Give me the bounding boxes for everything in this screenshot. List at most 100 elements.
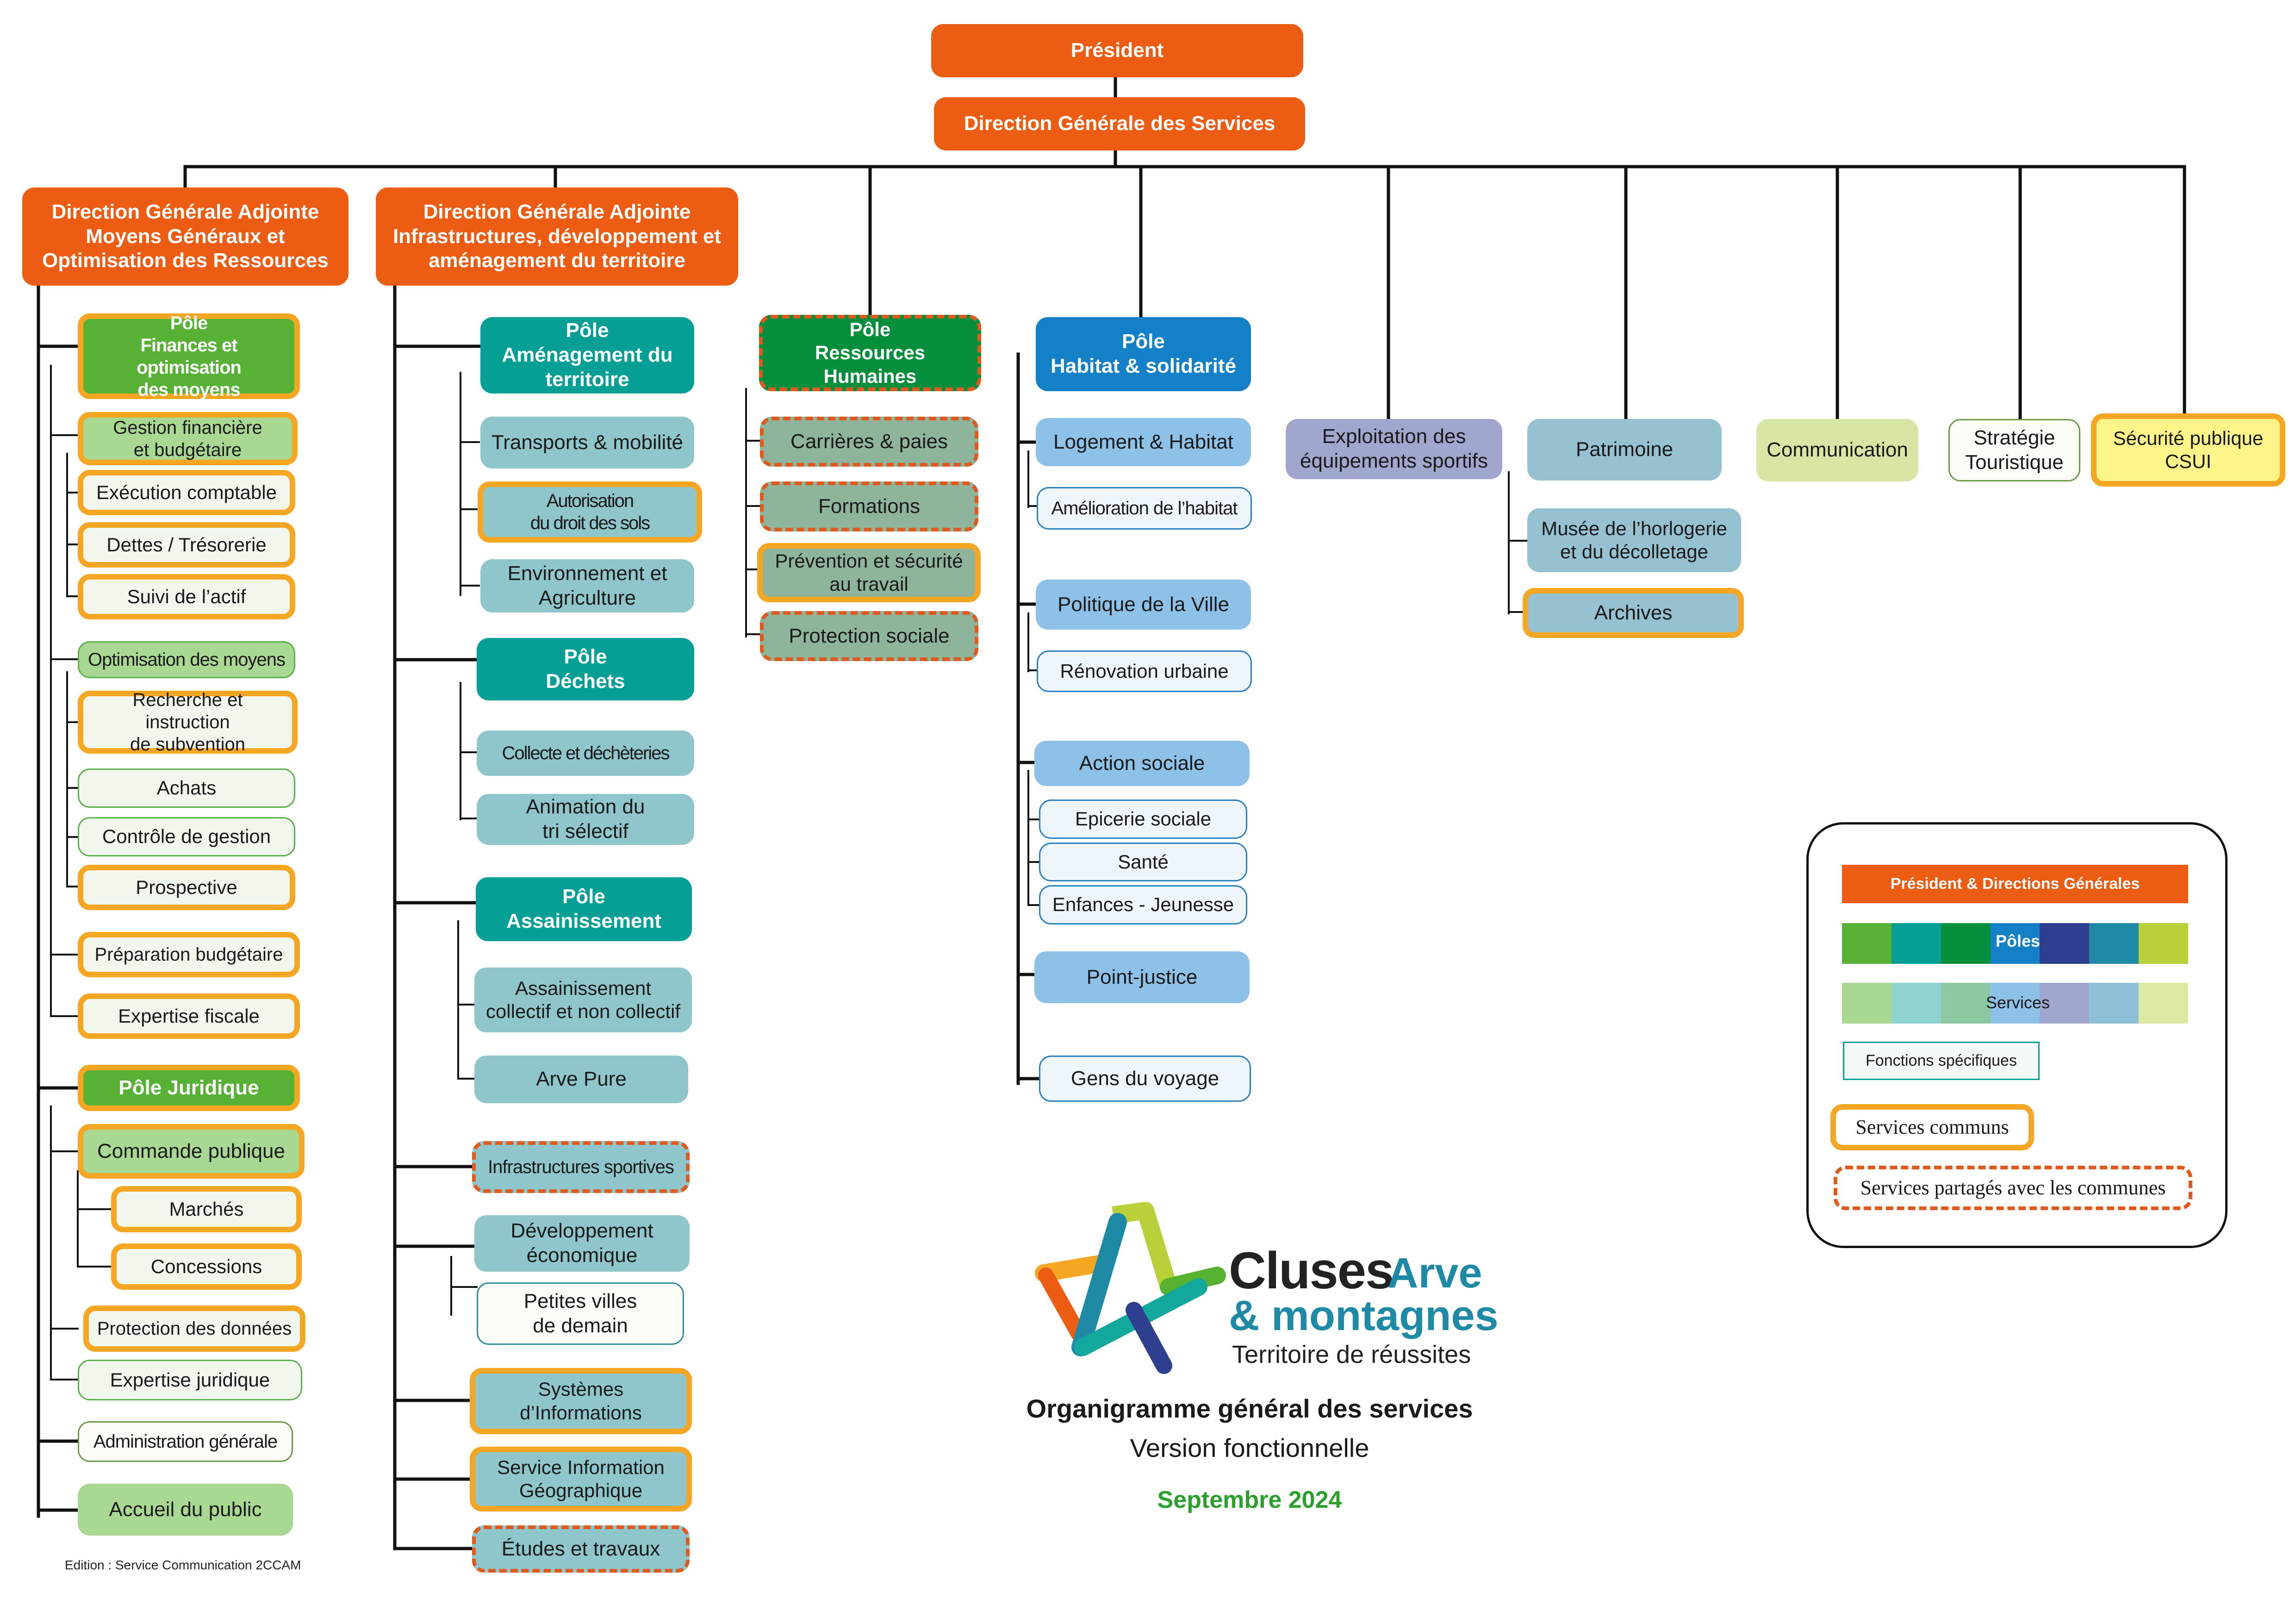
enfances-jeunesse[interactable]: Enfances - Jeunesse — [1039, 885, 1247, 924]
pole-rh[interactable]: Pôle Ressources Humaines — [759, 315, 981, 391]
dga-moyens-label: Direction Générale Adjointe Moyens Génér… — [42, 200, 329, 272]
pole-assainissement[interactable]: Pôle Assainissement — [476, 877, 692, 941]
epicerie-sociale-label: Epicerie sociale — [1075, 808, 1212, 830]
renovation-urbaine-label: Rénovation urbaine — [1060, 660, 1229, 682]
amelioration-habitat-label: Amélioration de l’habitat — [1051, 498, 1238, 518]
president-label: Président — [1070, 39, 1164, 62]
securite-publique[interactable]: Sécurité publique CSUI — [2091, 413, 2285, 487]
point-justice[interactable]: Point-justice — [1034, 951, 1250, 1003]
collecte-decheteries[interactable]: Collecte et déchèteries — [477, 731, 694, 776]
pole-assainissement-label: Pôle Assainissement — [506, 885, 662, 932]
commande-publique[interactable]: Commande publique — [78, 1124, 305, 1179]
legend-poles-label: Pôles — [1995, 931, 2041, 950]
equipements-sportifs[interactable]: Exploitation des équipements sportifs — [1286, 419, 1502, 479]
pole-finances[interactable]: Pôle Finances et optimisation des moyens — [78, 313, 300, 400]
optimisation-moyens-label: Optimisation des moyens — [87, 650, 286, 670]
sante[interactable]: Santé — [1039, 843, 1247, 881]
accueil-public[interactable]: Accueil du public — [78, 1484, 293, 1536]
legend-service-swatch-5 — [2089, 983, 2139, 1024]
legend-service-swatch-4 — [2040, 983, 2090, 1024]
pole-habitat[interactable]: Pôle Habitat & solidarité — [1036, 317, 1251, 391]
protection-donnees[interactable]: Protection des données — [83, 1305, 305, 1352]
prevention-securite[interactable]: Prévention et sécurité au travail — [757, 543, 981, 602]
logo-arve: Arve — [1388, 1249, 1482, 1297]
prospective[interactable]: Prospective — [78, 865, 295, 910]
legend-presidents: Président & Directions Générales — [1842, 865, 2188, 903]
gens-voyage-label: Gens du voyage — [1070, 1067, 1220, 1090]
animation-tri-label: Animation du tri sélectif — [526, 795, 645, 843]
concessions-label: Concessions — [150, 1255, 262, 1277]
autorisation-droit-sols[interactable]: Autorisation du droit des sols — [478, 481, 702, 543]
action-sociale[interactable]: Action sociale — [1034, 741, 1250, 786]
patrimoine[interactable]: Patrimoine — [1527, 419, 1722, 481]
infrastructures-sportives[interactable]: Infrastructures sportives — [472, 1141, 690, 1193]
renovation-urbaine[interactable]: Rénovation urbaine — [1037, 650, 1252, 692]
dgs-box[interactable]: Direction Générale des Services — [934, 97, 1305, 150]
dga-moyens-box[interactable]: Direction Générale Adjointe Moyens Génér… — [22, 187, 348, 286]
optimisation-moyens[interactable]: Optimisation des moyens — [78, 641, 295, 678]
dga-infrastructures-box[interactable]: Direction Générale Adjointe Infrastructu… — [376, 187, 738, 286]
dettes-tresorerie-label: Dettes / Trésorerie — [106, 533, 267, 556]
suivi-actif[interactable]: Suivi de l’actif — [78, 574, 295, 619]
dgs-label: Direction Générale des Services — [964, 112, 1276, 135]
recherche-subvention[interactable]: Recherche et instruction de subvention — [78, 690, 298, 755]
expertise-juridique[interactable]: Expertise juridique — [78, 1360, 302, 1400]
systemes-information[interactable]: Systèmes d’Informations — [470, 1368, 692, 1434]
legend-partages-label: Services partagés avec les communes — [1860, 1176, 2166, 1199]
sante-label: Santé — [1118, 850, 1169, 873]
musee-horlogerie[interactable]: Musée de l’horlogerie et du décolletage — [1527, 508, 1741, 572]
logement-habitat-label: Logement & Habitat — [1053, 430, 1233, 453]
epicerie-sociale[interactable]: Epicerie sociale — [1039, 800, 1247, 839]
pole-dechets[interactable]: Pôle Déchets — [477, 638, 694, 700]
administration-generale[interactable]: Administration générale — [78, 1421, 293, 1462]
gens-voyage[interactable]: Gens du voyage — [1039, 1056, 1251, 1102]
pole-juridique[interactable]: Pôle Juridique — [78, 1065, 300, 1111]
controle-gestion[interactable]: Contrôle de gestion — [78, 817, 295, 856]
marches-label: Marchés — [169, 1198, 244, 1220]
communication[interactable]: Communication — [1756, 419, 1918, 481]
marches[interactable]: Marchés — [111, 1186, 302, 1232]
commande-publique-label: Commande publique — [97, 1139, 286, 1162]
legend-pole-swatch-0 — [1842, 923, 1892, 964]
assainissement-collectif[interactable]: Assainissement collectif et non collecti… — [474, 968, 692, 1032]
sig[interactable]: Service Information Géographique — [470, 1447, 692, 1512]
politique-ville[interactable]: Politique de la Ville — [1036, 580, 1251, 630]
infrastructures-sportives-label: Infrastructures sportives — [488, 1157, 674, 1177]
archives[interactable]: Archives — [1523, 588, 1744, 638]
petites-villes[interactable]: Petites villes de demain — [477, 1282, 684, 1345]
carrieres-paies[interactable]: Carrières & paies — [760, 417, 978, 467]
pole-amenagement[interactable]: Pôle Aménagement du territoire — [480, 317, 694, 394]
strategie-touristique[interactable]: Stratégie Touristique — [1948, 419, 2080, 481]
legend-pole-swatch-3 — [1990, 923, 2040, 964]
accueil-public-label: Accueil du public — [109, 1498, 262, 1521]
action-sociale-label: Action sociale — [1079, 751, 1205, 775]
formations[interactable]: Formations — [760, 481, 978, 531]
enfances-jeunesse-label: Enfances - Jeunesse — [1052, 893, 1234, 916]
logement-habitat[interactable]: Logement & Habitat — [1036, 418, 1251, 466]
legend-services-row — [1842, 983, 2189, 1024]
execution-comptable-label: Exécution comptable — [96, 481, 277, 503]
expertise-fiscale[interactable]: Expertise fiscale — [78, 993, 300, 1039]
environnement-agriculture[interactable]: Environnement et Agriculture — [480, 559, 694, 612]
legend-fonctions-label: Fonctions spécifiques — [1866, 1052, 2017, 1070]
amelioration-habitat[interactable]: Amélioration de l’habitat — [1037, 487, 1252, 530]
legend-frame — [1806, 822, 2228, 1248]
legend-pole-swatch-6 — [2139, 923, 2189, 964]
legend-poles-row — [1842, 923, 2189, 964]
animation-tri[interactable]: Animation du tri sélectif — [477, 794, 694, 845]
preparation-budgetaire[interactable]: Préparation budgétaire — [78, 932, 300, 977]
communication-label: Communication — [1767, 438, 1908, 462]
etudes-travaux[interactable]: Études et travaux — [472, 1525, 690, 1573]
developpement-economique[interactable]: Développement économique — [474, 1215, 690, 1272]
protection-sociale[interactable]: Protection sociale — [760, 611, 978, 661]
achats[interactable]: Achats — [78, 768, 295, 808]
execution-comptable[interactable]: Exécution comptable — [78, 470, 295, 515]
president-box[interactable]: Président — [931, 24, 1303, 77]
gestion-financiere[interactable]: Gestion financière et budgétaire — [78, 412, 298, 465]
concessions[interactable]: Concessions — [111, 1243, 302, 1290]
legend-pole-swatch-5 — [2089, 923, 2139, 964]
arve-pure[interactable]: Arve Pure — [474, 1056, 688, 1103]
dettes-tresorerie[interactable]: Dettes / Trésorerie — [78, 522, 295, 568]
transports-mobilite[interactable]: Transports & mobilité — [480, 417, 694, 468]
